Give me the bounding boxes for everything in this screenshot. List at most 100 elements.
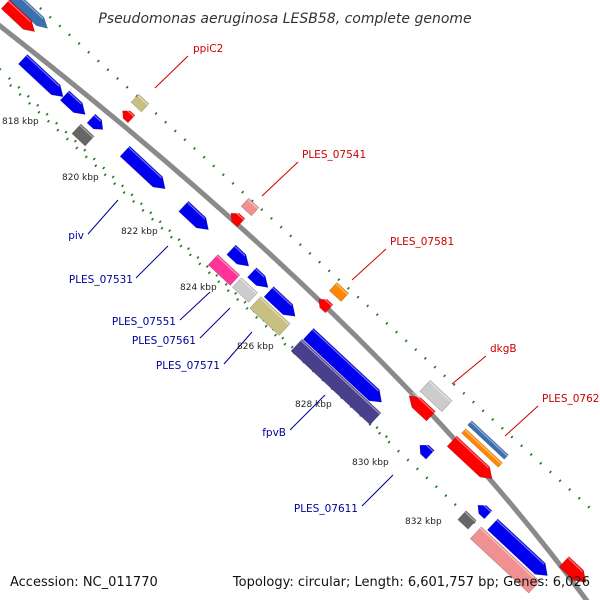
gene-feature bbox=[318, 295, 334, 314]
gene-feature bbox=[408, 391, 436, 422]
gene-shape bbox=[461, 428, 503, 468]
gene-shape bbox=[0, 0, 36, 33]
gene-label: ppiC2 bbox=[193, 43, 223, 55]
gene-highlight bbox=[14, 0, 44, 20]
gene-highlight bbox=[124, 107, 135, 117]
gene-shape bbox=[130, 93, 150, 113]
tick-label: 828 kbp bbox=[295, 400, 332, 410]
gene-feature bbox=[457, 510, 477, 530]
gene-feature bbox=[0, 0, 36, 33]
gene-label: PLES_07621 bbox=[542, 393, 600, 405]
gene-feature bbox=[232, 277, 258, 303]
gene-feature bbox=[461, 428, 503, 468]
gene-shape bbox=[419, 444, 435, 460]
gene-shape bbox=[477, 504, 493, 520]
gene-highlight bbox=[567, 557, 583, 572]
gene-label: PLES_07611 bbox=[294, 503, 358, 515]
gene-feature bbox=[263, 286, 296, 317]
gene-shape bbox=[8, 0, 49, 29]
gene-highlight bbox=[464, 511, 476, 522]
gene-label: fpvB bbox=[262, 427, 286, 439]
gene-label: PLES_07531 bbox=[69, 274, 133, 286]
gene-highlight bbox=[234, 245, 246, 257]
tick-label: 820 kbp bbox=[62, 173, 99, 183]
tick-label: 822 kbp bbox=[121, 227, 158, 237]
gene-shape bbox=[226, 244, 250, 267]
gene-feature bbox=[230, 209, 246, 228]
gene-label: PLES_07581 bbox=[390, 236, 454, 248]
gene-highlight bbox=[272, 287, 293, 306]
gene-highlight bbox=[422, 441, 434, 452]
gene-label: dkgB bbox=[490, 343, 517, 355]
genome-backbone bbox=[0, 22, 590, 600]
callout-line bbox=[179, 291, 211, 321]
gene-feature bbox=[419, 441, 435, 460]
gene-highlight bbox=[412, 391, 435, 414]
gene-shape bbox=[408, 395, 436, 422]
callout-line bbox=[135, 245, 169, 279]
gene-feature bbox=[178, 200, 209, 230]
gene-callouts: ppiC2PLES_07541PLES_07581dkgBPLES_07621p… bbox=[68, 43, 600, 515]
gene-shape bbox=[446, 435, 493, 480]
gene-feature bbox=[247, 267, 269, 288]
gene-highlight bbox=[93, 114, 102, 122]
gene-shape bbox=[86, 113, 104, 130]
gene-feature bbox=[226, 244, 250, 267]
gene-shape bbox=[558, 556, 587, 583]
gene-shape bbox=[290, 338, 382, 426]
callout-line bbox=[87, 199, 119, 235]
gene-feature bbox=[446, 435, 493, 480]
gene-feature bbox=[71, 123, 95, 147]
gene-highlight bbox=[128, 146, 162, 179]
gene-shape bbox=[457, 510, 477, 530]
gene-feature bbox=[487, 518, 548, 576]
gene-feature bbox=[86, 113, 104, 130]
gene-feature bbox=[469, 526, 541, 594]
callout-line bbox=[361, 474, 394, 507]
gene-shape bbox=[328, 282, 350, 302]
gene-shape bbox=[122, 110, 136, 124]
gene-highlight bbox=[312, 329, 379, 392]
gene-shape bbox=[318, 298, 334, 314]
map-title: Pseudomonas aeruginosa LESB58, complete … bbox=[98, 11, 471, 27]
gene-feature bbox=[18, 54, 64, 98]
gene-feature bbox=[240, 197, 260, 217]
callout-line bbox=[289, 394, 326, 431]
gene-highlight bbox=[464, 429, 502, 465]
gene-highlight bbox=[455, 436, 489, 469]
gene-highlight bbox=[67, 91, 82, 105]
gene-feature bbox=[328, 282, 350, 302]
tick-dot-row bbox=[0, 67, 391, 441]
gene-feature bbox=[122, 107, 136, 124]
gene-feature bbox=[8, 0, 49, 29]
gene-shape bbox=[207, 254, 241, 286]
gene-feature bbox=[119, 145, 166, 190]
gene-highlight bbox=[233, 209, 245, 221]
accession-text: Accession: NC_011770 bbox=[10, 575, 158, 590]
gene-feature bbox=[207, 254, 241, 286]
callout-line bbox=[199, 307, 231, 339]
gene-highlight bbox=[428, 380, 452, 403]
gene-feature bbox=[290, 338, 382, 426]
gene-highlight bbox=[321, 295, 333, 307]
gene-label: PLES_07561 bbox=[132, 335, 196, 347]
gene-feature bbox=[302, 327, 382, 403]
gene-highlight bbox=[479, 527, 540, 583]
tick-dot-row bbox=[39, 7, 591, 509]
gene-label: PLES_07571 bbox=[156, 360, 220, 372]
gene-feature bbox=[249, 296, 291, 336]
gene-shape bbox=[232, 277, 258, 303]
callout-line bbox=[351, 248, 387, 281]
gene-shape bbox=[419, 379, 453, 413]
gene-highlight bbox=[480, 501, 492, 513]
gene-highlight bbox=[25, 55, 60, 87]
gene-highlight bbox=[8, 0, 31, 22]
gene-shape bbox=[71, 123, 95, 147]
gene-highlight bbox=[254, 268, 265, 278]
gene-highlight bbox=[470, 421, 508, 457]
gene-highlight bbox=[259, 297, 290, 326]
gene-shape bbox=[240, 197, 260, 217]
